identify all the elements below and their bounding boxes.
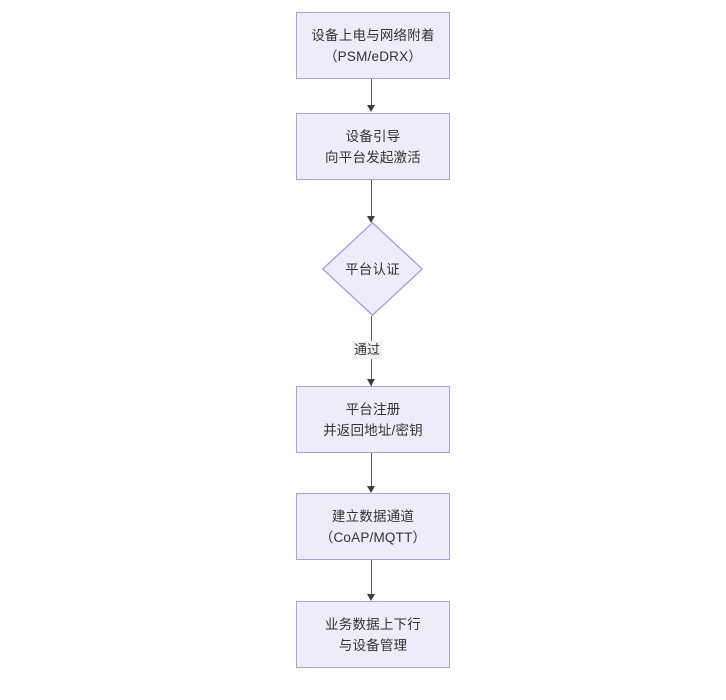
- node-text-line: 设备引导: [345, 128, 401, 144]
- flowchart-edge-n2-n3: [371, 180, 372, 222]
- flowchart-node-device-power-on[interactable]: 设备上电与网络附着 （PSM/eDRX）: [296, 12, 450, 79]
- diamond-shape-icon: [322, 222, 423, 316]
- flowchart-edge-n1-n2: [371, 79, 372, 106]
- node-text-line: 建立数据通道: [331, 508, 415, 524]
- arrow-head-icon: [367, 594, 375, 601]
- flowchart-node-data-channel[interactable]: 建立数据通道 （CoAP/MQTT）: [296, 493, 450, 560]
- node-text-line: 与设备管理: [338, 637, 408, 653]
- node-text-line: 并返回地址/密钥: [323, 422, 423, 438]
- node-text-line: （PSM/eDRX）: [323, 48, 423, 64]
- flowchart-edge-n4-n5: [371, 453, 372, 486]
- flowchart-edge-n5-n6: [371, 560, 372, 594]
- arrow-head-icon: [367, 379, 375, 386]
- flowchart-node-business-data[interactable]: 业务数据上下行 与设备管理: [296, 601, 450, 668]
- flowchart-node-device-bootstrap[interactable]: 设备引导 向平台发起激活: [296, 113, 450, 180]
- arrow-head-icon: [367, 486, 375, 493]
- flowchart-node-platform-auth[interactable]: 平台认证: [322, 222, 423, 316]
- node-text-line: （CoAP/MQTT）: [319, 529, 427, 545]
- arrow-head-icon: [367, 105, 375, 112]
- flowchart-node-platform-register[interactable]: 平台注册 并返回地址/密钥: [296, 386, 450, 453]
- node-text-line: 平台认证: [345, 261, 400, 277]
- arrow-head-icon: [367, 216, 375, 223]
- node-text-line: 平台注册: [345, 401, 401, 417]
- node-text-line: 向平台发起激活: [325, 149, 421, 165]
- node-text-line: 业务数据上下行: [325, 616, 421, 632]
- flowchart-edge-label-pass: 通过: [352, 341, 383, 359]
- node-text-line: 设备上电与网络附着: [311, 27, 435, 43]
